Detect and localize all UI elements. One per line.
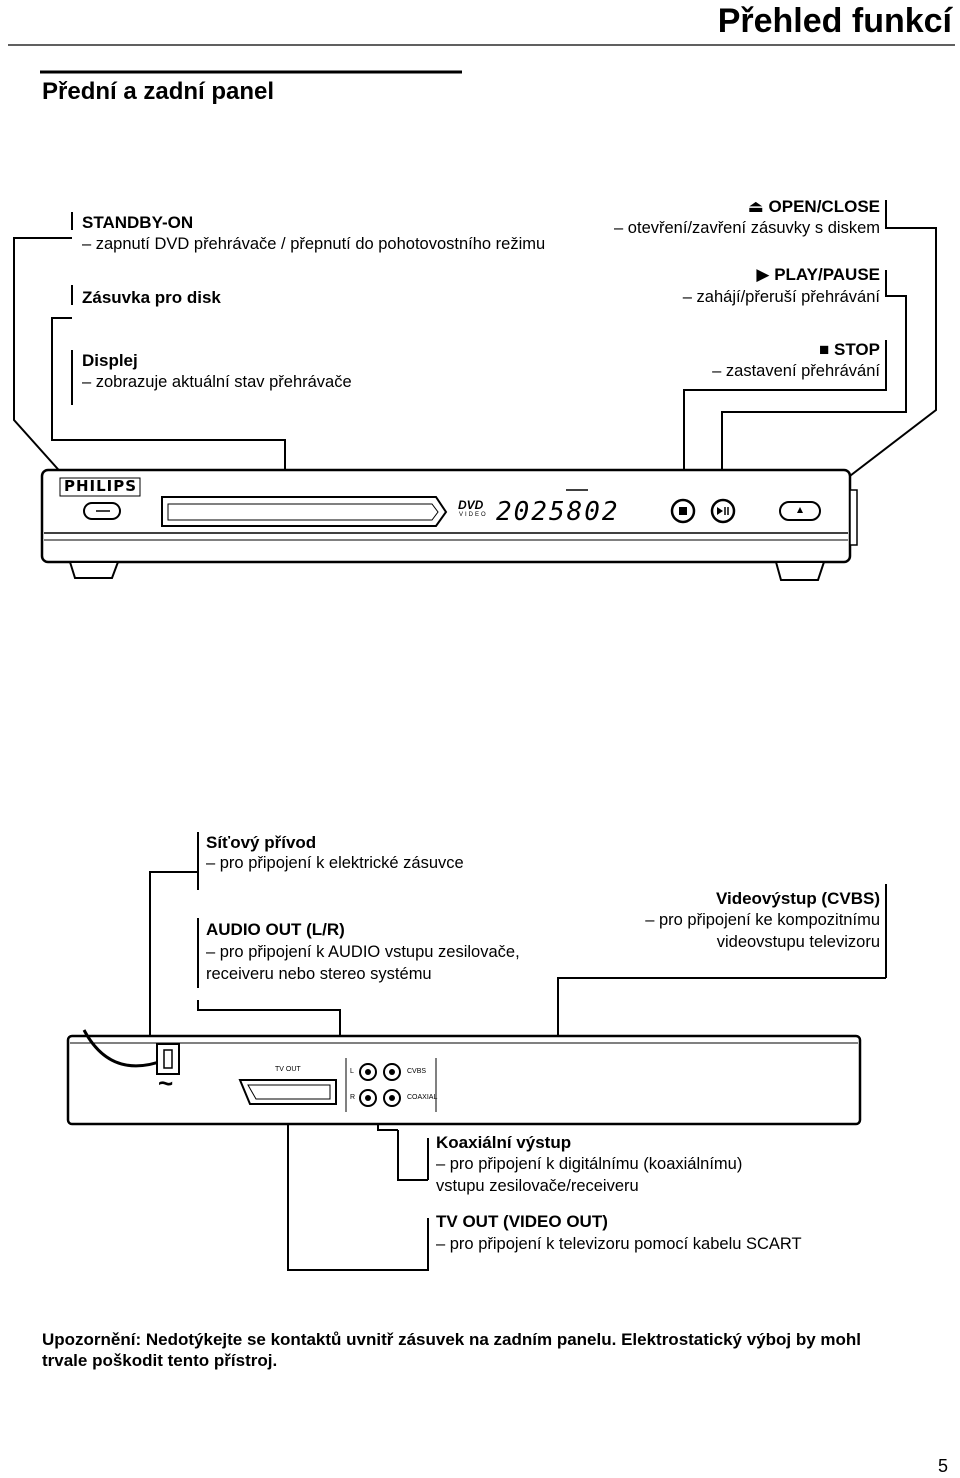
callout-line-coax-link xyxy=(397,1130,428,1181)
page-title: Přehled funkcí xyxy=(717,2,952,40)
callout-line-openclose xyxy=(811,200,937,506)
power-cord xyxy=(82,1029,166,1068)
label-video-desc1: – pro připojení ke kompozitnímu xyxy=(645,911,880,929)
power-socket xyxy=(156,1043,180,1075)
dvd-logo: DVD xyxy=(458,498,484,512)
dvd-logo-sub: VIDEO xyxy=(459,512,488,518)
label-play-pause: ▶ PLAY/PAUSE xyxy=(756,265,880,284)
label-audio-desc2: receiveru nebo stereo systému xyxy=(206,965,432,983)
label-display-title: Displej xyxy=(82,351,138,370)
label-audio-title: AUDIO OUT (L/R) xyxy=(206,920,345,939)
label-display-desc: – zobrazuje aktuální stav přehrávače xyxy=(82,373,352,391)
label-standby-desc: – zapnutí DVD přehrávače / přepnutí do p… xyxy=(82,235,546,253)
eject-icon: ⏏ xyxy=(747,197,769,216)
callout-line-tvout xyxy=(287,1120,429,1271)
warning-line1: Upozornění: Nedotýkejte se kontaktů uvni… xyxy=(42,1330,862,1349)
label-stop-desc: – zastavení přehrávání xyxy=(712,362,880,380)
play-icon: ▶ xyxy=(756,265,775,284)
rear-cvbs-label: CVBS xyxy=(407,1068,427,1075)
label-coax-title: Koaxiální výstup xyxy=(436,1133,572,1152)
label-stop: ■ STOP xyxy=(819,340,880,359)
rear-device xyxy=(66,1029,862,1126)
callout-line-stop xyxy=(683,340,887,500)
label-coax-desc2: vstupu zesilovače/receiveru xyxy=(436,1177,639,1195)
label-play-pause-desc: – zahájí/přeruší přehrávání xyxy=(682,288,880,306)
label-video-title: Videovýstup (CVBS) xyxy=(715,889,880,908)
label-audio-desc1: – pro připojení k AUDIO vstupu zesilovač… xyxy=(206,943,520,961)
label-disc-tray: Zásuvka pro disk xyxy=(82,288,221,307)
callout-line-video-outer xyxy=(557,977,886,1050)
label-power-title: Síťový přívod xyxy=(206,833,317,852)
label-coax-desc1: – pro připojení k digitálnímu (koaxiální… xyxy=(436,1155,743,1173)
label-power-desc: – pro připojení k elektrické zásuvce xyxy=(206,854,464,872)
front-device xyxy=(40,468,858,581)
callout-line-audio-outer xyxy=(197,1000,341,1050)
label-open-close: ⏏ OPEN/CLOSE xyxy=(747,197,880,216)
rear-l-label: L xyxy=(350,1068,354,1075)
rear-r-label: R xyxy=(350,1094,356,1101)
label-video-desc2: videovstupu televizoru xyxy=(716,933,880,951)
warning-line2: trvale poškodit tento přístroj. xyxy=(42,1351,278,1370)
section-title: Přední a zadní panel xyxy=(42,78,275,105)
disc-tray xyxy=(161,496,448,527)
callout-line-playpause xyxy=(721,270,907,500)
label-tvout-desc: – pro připojení k televizoru pomocí kabe… xyxy=(436,1235,802,1253)
callout-line-disc-outer xyxy=(51,317,286,495)
label-standby-title: STANDBY-ON xyxy=(82,213,194,232)
scart-connector xyxy=(238,1079,337,1105)
callout-line-standby-outer xyxy=(13,237,91,506)
stop-icon: ■ xyxy=(819,340,835,359)
rear-coaxial-label: COAXIAL xyxy=(407,1094,438,1101)
brand-logo: PHILIPS xyxy=(64,477,138,495)
label-tvout-title: TV OUT (VIDEO OUT) xyxy=(436,1212,608,1231)
label-open-close-desc: – otevření/zavření zásuvky s diskem xyxy=(614,219,880,237)
page-number: 5 xyxy=(937,1456,948,1476)
ac-symbol: ~ xyxy=(158,1068,174,1098)
rear-tvout-label: TV OUT xyxy=(275,1066,301,1073)
callout-line-power-outer xyxy=(149,871,198,1048)
front-display-digits: 2025802 xyxy=(496,497,620,527)
